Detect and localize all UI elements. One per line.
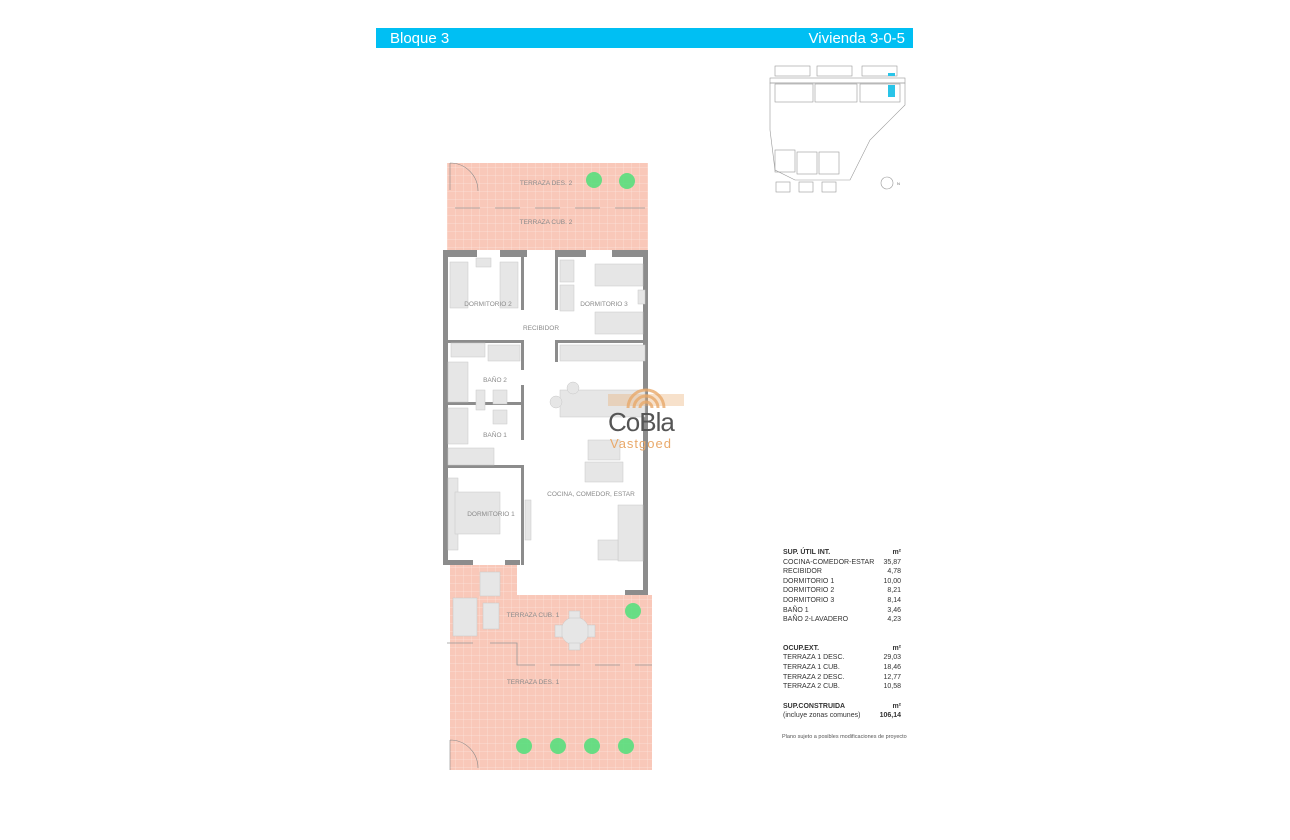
area-label: TERRAZA 2 DESC. (783, 673, 845, 681)
area-value: 29,03 (883, 654, 901, 662)
exterior-title: OCUP.EXT. (783, 644, 820, 652)
area-label: DORMITORIO 2 (783, 587, 835, 595)
terrace-2 (447, 163, 648, 250)
area-row: TERRAZA 2 DESC. 12,77 (783, 673, 901, 683)
room-label-dormitorio-1: DORMITORIO 1 (467, 511, 515, 518)
disclaimer: Plano sujeto a posibles modificaciones d… (782, 734, 907, 740)
area-row: TERRAZA 1 CUB. 18,46 (783, 663, 901, 673)
area-label: TERRAZA 1 DESC. (783, 654, 845, 662)
block-label: Bloque 3 (390, 29, 450, 47)
room-label-terraza-des-1: TERRAZA DES. 1 (507, 679, 560, 686)
key-plan (769, 65, 906, 193)
logo-waves-icon (608, 388, 684, 408)
room-label-dormitorio-3: DORMITORIO 3 (580, 301, 628, 308)
unit-highlight (888, 73, 895, 76)
built-label: (incluye zonas comunes) (783, 712, 861, 720)
unit: m² (892, 549, 901, 556)
area-label: BAÑO 2-LAVADERO (783, 616, 849, 624)
built-title: SUP.CONSTRUIDA (783, 702, 846, 710)
north-label: N (897, 181, 900, 186)
area-label: RECIBIDOR (783, 568, 822, 576)
room-label-bano-1: BAÑO 1 (483, 430, 507, 439)
area-value: 10,58 (883, 683, 901, 691)
room-label-cocina: COCINA, COMEDOR, ESTAR (547, 491, 635, 498)
area-value: 10,00 (883, 577, 901, 585)
area-value: 4,23 (887, 616, 901, 624)
watermark-logo: CoBla Vastgoed (608, 386, 688, 452)
area-value: 3,46 (887, 606, 901, 614)
room-label-terraza-des-2: TERRAZA DES. 2 (520, 180, 573, 187)
area-row: BAÑO 2-LAVADERO 4,23 (783, 615, 901, 625)
room-label-recibidor: RECIBIDOR (523, 325, 559, 332)
room-label-bano-2: BAÑO 2 (483, 375, 507, 384)
area-row: COCINA-COMEDOR-ESTAR 35,87 (783, 558, 901, 568)
logo-text: CoBla (608, 407, 675, 437)
room-label-terraza-cub-1: TERRAZA CUB. 1 (507, 612, 560, 619)
title-bar: Bloque 3 Vivienda 3-0-5 (376, 28, 913, 48)
area-row: DORMITORIO 2 8,21 (783, 586, 901, 596)
area-row: BAÑO 1 3,46 (783, 606, 901, 616)
area-row: RECIBIDOR 4,78 (783, 567, 901, 577)
area-row: TERRAZA 2 CUB. 10,58 (783, 682, 901, 692)
unit: m² (892, 702, 901, 710)
area-value: 18,46 (883, 663, 901, 671)
area-label: DORMITORIO 1 (783, 577, 835, 585)
built-value: 106,14 (879, 712, 901, 720)
area-row: TERRAZA 1 DESC. 29,03 (783, 653, 901, 663)
area-value: 12,77 (883, 673, 901, 681)
unit: m² (892, 644, 901, 652)
unit-label: Vivienda 3-0-5 (808, 29, 905, 47)
area-value: 8,21 (887, 587, 901, 595)
area-label: TERRAZA 1 CUB. (783, 663, 840, 671)
door-swing (449, 162, 479, 192)
furniture (447, 257, 646, 651)
area-value: 8,14 (887, 596, 901, 604)
area-label: DORMITORIO 3 (783, 596, 835, 604)
area-row: DORMITORIO 1 10,00 (783, 577, 901, 587)
area-table: SUP. ÚTIL INT. m² COCINA-COMEDOR-ESTAR 35,… (783, 548, 901, 721)
door-swing (449, 739, 479, 770)
plant-icons (516, 172, 641, 754)
room-label-terraza-cub-2: TERRAZA CUB. 2 (520, 219, 573, 226)
area-value: 35,87 (883, 558, 901, 566)
area-label: BAÑO 1 (783, 606, 809, 614)
interior-title: SUP. ÚTIL INT. (783, 549, 831, 556)
area-value: 4,78 (887, 568, 901, 576)
room-label-dormitorio-2: DORMITORIO 2 (464, 301, 512, 308)
area-row: DORMITORIO 3 8,14 (783, 596, 901, 606)
terrace-1 (450, 565, 652, 770)
terrace-divider (447, 642, 652, 666)
area-label: COCINA-COMEDOR-ESTAR (783, 558, 875, 566)
unit-highlight (888, 85, 895, 97)
logo-subtext: Vastgoed (610, 436, 672, 451)
walls (443, 250, 648, 595)
area-label: TERRAZA 2 CUB. (783, 683, 840, 691)
